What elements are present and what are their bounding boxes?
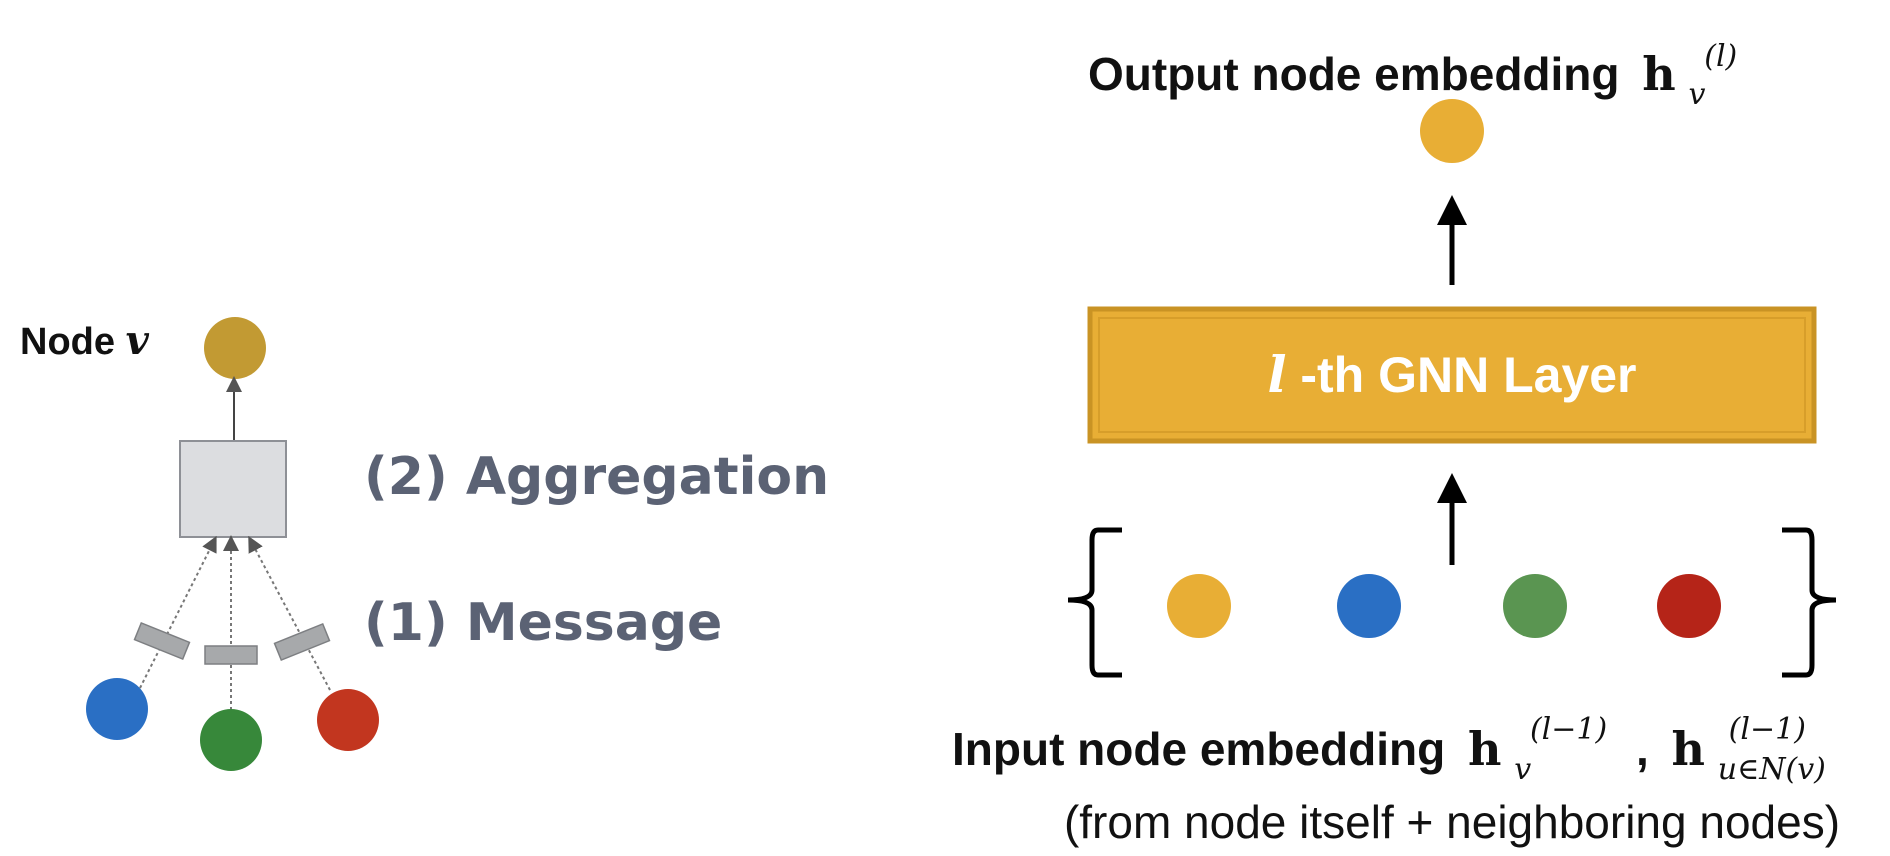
input-comma: ,: [1636, 723, 1649, 775]
output-math-sub: v: [1689, 77, 1706, 112]
neighbor-node-green: [200, 709, 262, 771]
layer-label-italic: l: [1267, 345, 1286, 404]
gnn-layer-box-inner-border: [1098, 317, 1806, 433]
input-math-sup1: (l−1): [1530, 712, 1607, 747]
gnn-layer-box: [1087, 306, 1817, 444]
output-math-sup: (l): [1704, 39, 1737, 74]
input-node-blue: [1337, 574, 1401, 638]
output-node: [1420, 99, 1484, 163]
input-math-sup2: (l−1): [1729, 712, 1806, 747]
gnn-layer-label: l -th GNN Layer: [1267, 345, 1636, 404]
target-node: [204, 317, 266, 379]
neighbor-node-red: [317, 689, 379, 751]
left-curly-brace: [1067, 527, 1122, 678]
message-label: (1) Message: [364, 593, 722, 653]
input-node-gold: [1167, 574, 1231, 638]
input-label-text: Input node embedding: [952, 723, 1445, 775]
message-box-left: [133, 621, 191, 661]
node-label-text: Node: [20, 321, 115, 363]
input-math-sub2: u∈N(v): [1718, 752, 1826, 787]
input-caption: (from node itself + neighboring nodes): [1064, 796, 1840, 848]
output-embedding-label: Output node embedding h v (l): [1088, 39, 1737, 114]
input-math-h2: h: [1672, 722, 1705, 776]
left-diagram: Node v (2) Aggregation (1) Message: [20, 317, 829, 771]
node-v-label: Node v: [20, 317, 150, 364]
input-embedding-label: Input node embedding h v (l−1) , h u∈N(v…: [952, 697, 1839, 789]
output-label-text: Output node embedding: [1088, 48, 1620, 100]
right-diagram: Output node embedding h v (l) l -th GNN …: [952, 39, 1840, 848]
output-math-h: h: [1642, 47, 1675, 101]
message-edge-blue: [139, 535, 217, 689]
input-node-green: [1503, 574, 1567, 638]
neighbor-node-blue: [86, 678, 148, 740]
aggregation-box: [179, 440, 287, 538]
aggregation-label: (2) Aggregation: [364, 447, 829, 507]
layer-label-rest: -th GNN Layer: [1300, 347, 1636, 403]
right-curly-brace: [1782, 527, 1837, 678]
message-edge-red: [248, 535, 331, 691]
message-box-right: [273, 622, 331, 662]
message-box-center: [204, 645, 258, 665]
input-math-h1: h: [1468, 722, 1501, 776]
input-math-sub1: v: [1514, 752, 1531, 787]
node-symbol: v: [126, 317, 150, 364]
input-node-red: [1657, 574, 1721, 638]
